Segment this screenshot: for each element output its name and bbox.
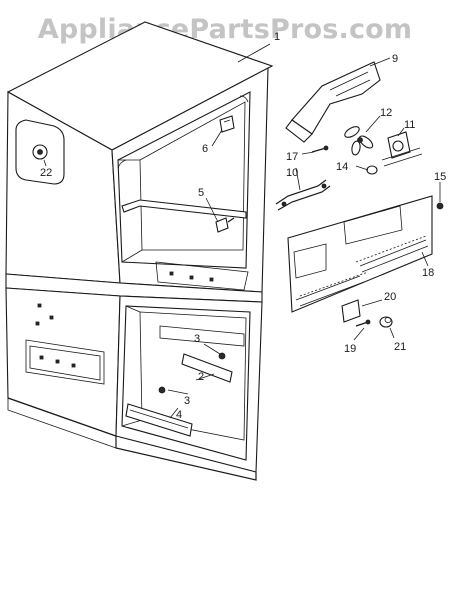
- callout-12: 12: [380, 107, 392, 119]
- callout-18: 18: [422, 267, 434, 279]
- callout-4: 4: [176, 409, 182, 421]
- part-2-rail: [181, 353, 233, 383]
- callout-14: 14: [336, 161, 348, 173]
- callout-3-lower: 3: [184, 395, 190, 407]
- part-12-fan-blade: [344, 126, 374, 156]
- callout-5: 5: [198, 187, 204, 199]
- part-15-screw: [436, 202, 444, 210]
- watermark-text: AppliancePartsPros.com: [37, 14, 413, 45]
- part-3-screw-upper: [218, 352, 226, 360]
- part-10-bracket: [275, 179, 331, 211]
- part-5-clip: [215, 217, 235, 233]
- callout-10: 10: [286, 167, 298, 179]
- callout-15: 15: [434, 171, 446, 183]
- callout-17: 17: [286, 151, 298, 163]
- part-19-screw: [355, 319, 371, 327]
- part-9-air-duct: [285, 61, 381, 143]
- callout-20: 20: [384, 291, 396, 303]
- part-20-plate: [341, 299, 361, 323]
- part-3-screw-lower: [158, 386, 166, 394]
- part-14-grommet: [366, 165, 378, 175]
- callout-22: 22: [40, 167, 52, 179]
- part-18-evaporator-cover: [287, 195, 433, 313]
- callout-3-upper: 3: [194, 333, 200, 345]
- part-6-clip: [219, 115, 235, 133]
- callout-2: 2: [198, 371, 204, 383]
- leader-lines: [43, 43, 441, 419]
- callout-19: 19: [344, 343, 356, 355]
- callout-11: 11: [404, 119, 415, 131]
- callout-9: 9: [392, 53, 398, 65]
- part-11-fan-motor: [381, 131, 423, 167]
- callout-1: 1: [274, 31, 280, 43]
- callout-21: 21: [394, 341, 406, 353]
- part-22-plug: [32, 144, 48, 160]
- callout-6: 6: [202, 143, 208, 155]
- part-21-plug: [379, 316, 393, 328]
- part-17-screw: [311, 145, 329, 153]
